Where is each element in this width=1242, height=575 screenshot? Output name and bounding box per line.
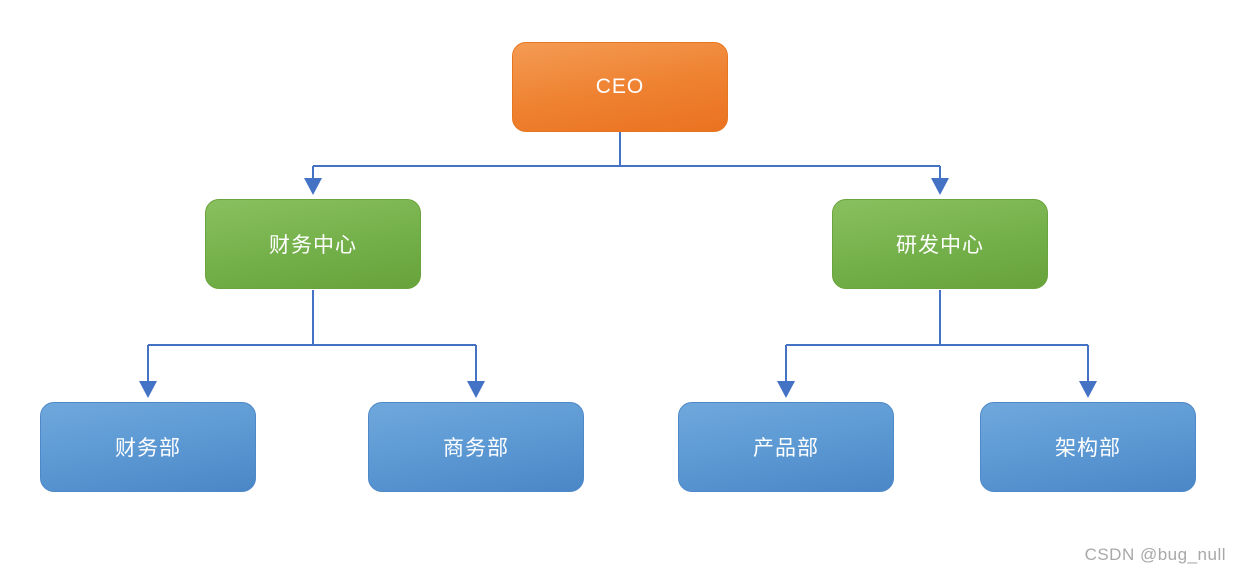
node-finance-dept-label: 财务部 — [115, 437, 181, 460]
node-business-dept[interactable]: 商务部 — [368, 402, 584, 492]
node-ceo[interactable]: CEO — [512, 42, 728, 132]
connector-ceo-to-centers — [304, 132, 949, 195]
node-product-dept-label: 产品部 — [753, 437, 819, 460]
connector-rd-center-to-depts — [777, 290, 1097, 398]
connector-finance-center-to-depts — [139, 290, 485, 398]
node-ceo-label: CEO — [595, 75, 645, 98]
node-architecture-dept-label: 架构部 — [1055, 437, 1121, 460]
node-business-dept-label: 商务部 — [443, 437, 509, 460]
node-rd-center-label: 研发中心 — [896, 234, 984, 257]
node-product-dept[interactable]: 产品部 — [678, 402, 894, 492]
node-finance-center[interactable]: 财务中心 — [205, 199, 421, 289]
node-rd-center[interactable]: 研发中心 — [832, 199, 1048, 289]
node-architecture-dept[interactable]: 架构部 — [980, 402, 1196, 492]
node-finance-dept[interactable]: 财务部 — [40, 402, 256, 492]
watermark-text: CSDN @bug_null — [1084, 545, 1226, 564]
node-finance-center-label: 财务中心 — [269, 234, 357, 257]
